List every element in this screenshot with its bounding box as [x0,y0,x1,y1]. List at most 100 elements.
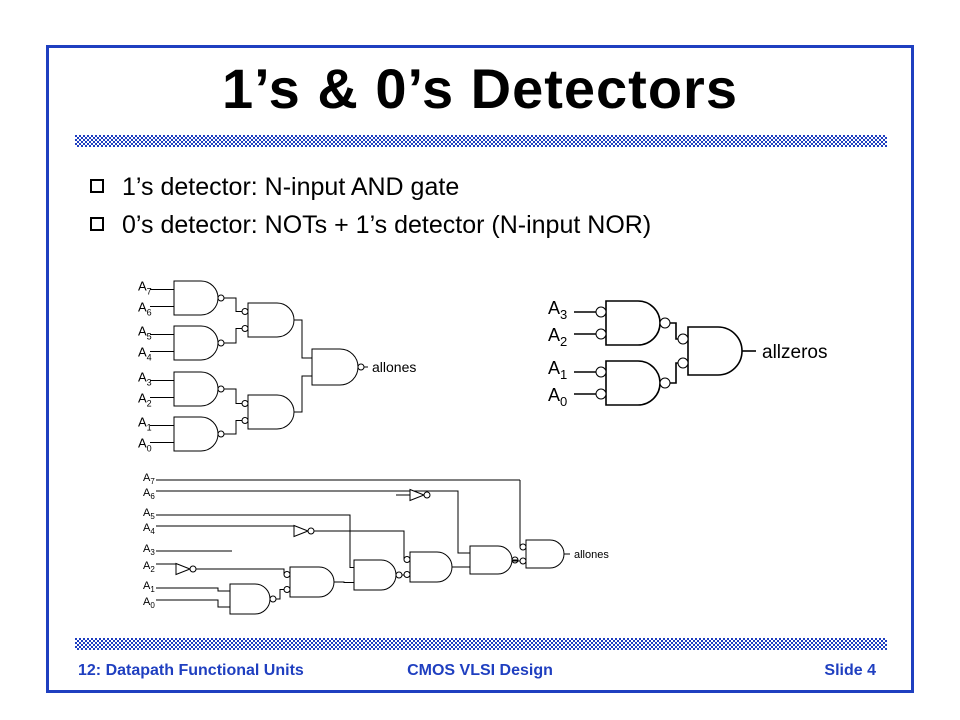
input-label-subscript: 3 [150,548,155,557]
input-label-subscript: 4 [147,353,152,363]
wire [314,530,405,560]
wire [156,514,354,568]
nor-gate [247,302,295,338]
input-label-subscript: 7 [150,477,155,486]
inversion-bubble [595,328,607,340]
inversion-bubble [595,388,607,400]
input-label-subscript: 1 [560,367,567,382]
and-gate-bubbled-inputs [687,326,743,376]
wire [196,568,285,575]
input-label: A0 [138,436,152,454]
input-label: A3 [143,543,155,557]
inversion-bubble [659,377,671,389]
nor-gate [289,566,335,598]
input-label-subscript: 7 [147,287,152,297]
inversion-bubble [241,308,249,315]
input-label-subscript: 1 [150,585,155,594]
wire [224,328,242,344]
footer-course: CMOS VLSI Design [407,662,553,679]
input-label: A3 [138,370,152,388]
inversion-bubble [595,306,607,318]
input-label: A2 [143,560,155,574]
bullet-item: 1’s detector: N-input AND gate [88,172,651,210]
input-label-subscript: 0 [150,601,155,610]
nand-gate [173,280,219,316]
input-label-subscript: 2 [560,334,567,349]
output-label-allzeros: allzeros [762,342,827,363]
input-label-subscript: 3 [560,307,567,322]
input-label-subscript: 4 [150,527,155,536]
inversion-bubble [217,430,225,438]
inversion-bubble [217,385,225,393]
input-label-subscript: 6 [147,308,152,318]
input-label: A2 [138,391,152,409]
input-label-subscript: 0 [560,394,567,409]
inversion-bubble [283,571,291,578]
nor-gate [247,394,295,430]
wire [334,581,354,583]
input-label: A1 [548,358,567,382]
input-label: A0 [143,596,155,610]
wire [276,589,284,600]
input-label-subscript: 6 [150,492,155,501]
input-label: A2 [548,325,567,349]
and-gate-bubbled-inputs [605,360,661,406]
wire [511,559,520,562]
bullet-list: 1’s detector: N-input AND gate 0’s detec… [88,172,651,248]
inversion-bubble [357,363,365,371]
inversion-bubble [217,294,225,302]
input-label: A6 [143,487,155,501]
input-label: A1 [138,415,152,433]
inversion-bubble [403,556,411,563]
checkbox-bullet-icon [90,179,104,193]
nand-gate [229,583,271,615]
input-label-subscript: 5 [150,512,155,521]
input-label: A4 [143,522,155,536]
inversion-bubble [283,586,291,593]
inversion-bubble [677,333,689,345]
inversion-bubble [677,357,689,369]
footer-divider [75,638,887,650]
input-label-subscript: 2 [150,565,155,574]
input-label: A7 [143,472,155,486]
inversion-bubble [269,595,277,603]
wire [156,587,230,592]
wire [294,375,312,413]
slide-frame [46,45,914,693]
bullet-text: 0’s detector: NOTs + 1’s detector (N-inp… [122,211,652,239]
nand-gate [173,325,219,361]
inversion-bubble [395,571,403,579]
nand-gate [173,416,219,452]
and-gate-bubbled-inputs [605,300,661,346]
inversion-bubble [519,543,527,551]
input-label-subscript: 5 [147,332,152,342]
input-label: A3 [548,298,567,322]
input-label: A4 [138,345,152,363]
wire [294,319,312,359]
nand-gate [469,545,513,575]
bullet-item: 0’s detector: NOTs + 1’s detector (N-inp… [88,210,651,248]
checkbox-bullet-icon [90,217,104,231]
inverter-gate [293,524,310,538]
inversion-bubble [241,325,249,332]
nor-gate [525,539,565,569]
input-label: A0 [548,385,567,409]
input-label: A7 [138,279,152,297]
title-divider [75,135,887,147]
slide-title: 1’s & 0’s Detectors [222,57,738,120]
nand-gate [311,348,359,386]
wire [156,490,470,554]
inversion-bubble [519,557,527,565]
wire [670,322,678,340]
input-label: A5 [143,507,155,521]
nand-gate [353,559,397,591]
input-label-subscript: 1 [147,423,152,433]
wire [224,420,242,435]
input-label: A5 [138,324,152,342]
inversion-bubble [595,366,607,378]
inversion-bubble [659,317,671,329]
inversion-bubble [423,491,431,499]
wire [224,297,242,312]
nor-gate [409,551,453,583]
